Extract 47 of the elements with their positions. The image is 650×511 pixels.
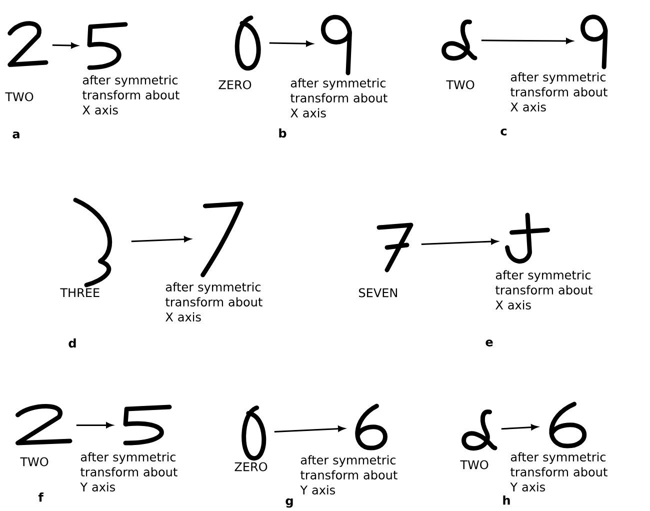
panel-letter: e bbox=[486, 340, 493, 346]
digit-drawing bbox=[549, 402, 587, 448]
panel-letter: d bbox=[68, 338, 76, 348]
digit-caption: TWO bbox=[446, 80, 474, 90]
digit-caption: TWO bbox=[20, 457, 48, 466]
digit-caption: ZERO bbox=[218, 80, 252, 90]
digit-caption: TWO bbox=[5, 92, 34, 102]
digit-caption: after symmetric transform about X axis bbox=[166, 282, 262, 322]
digit-drawing bbox=[200, 202, 244, 278]
digit-caption: THREE bbox=[60, 288, 100, 297]
digit-drawing bbox=[442, 20, 478, 61]
arrow bbox=[52, 42, 78, 48]
digit-caption: ZERO bbox=[234, 462, 268, 472]
digit-drawing bbox=[8, 21, 48, 67]
digit-drawing bbox=[73, 198, 112, 288]
panel-letter: b bbox=[279, 128, 286, 138]
arrow bbox=[421, 238, 498, 245]
digit-drawing bbox=[234, 16, 261, 71]
arrow bbox=[131, 236, 191, 242]
arrow bbox=[501, 424, 538, 430]
digit-drawing bbox=[376, 222, 414, 272]
digit-caption: after symmetric transform about X axis bbox=[290, 78, 388, 118]
panel-letter: f bbox=[38, 492, 44, 502]
arrow bbox=[274, 426, 345, 432]
digit-caption: after symmetric transform about X axis bbox=[82, 75, 180, 114]
digit-caption: after symmetric transform about X axis bbox=[496, 270, 592, 310]
digit-drawing bbox=[320, 14, 352, 76]
digit-drawing bbox=[462, 410, 498, 451]
digit-drawing bbox=[16, 404, 72, 446]
digit-drawing bbox=[87, 22, 128, 70]
digit-caption: after symmetric transform about Y axis bbox=[300, 455, 398, 494]
arrow bbox=[76, 422, 113, 428]
arrow bbox=[269, 40, 313, 47]
digit-drawing bbox=[505, 212, 550, 264]
digit-caption: after symmetric transform about X axis bbox=[510, 72, 608, 112]
panel-letter: c bbox=[500, 128, 507, 136]
digit-caption: TWO bbox=[460, 460, 488, 470]
panel-letter: h bbox=[503, 495, 510, 505]
panel-letter: g bbox=[286, 498, 293, 508]
digit-drawing bbox=[242, 406, 266, 461]
digit-drawing bbox=[123, 404, 172, 446]
digit-drawing bbox=[580, 14, 608, 70]
digit-drawing bbox=[355, 404, 388, 450]
arrow bbox=[481, 38, 573, 44]
panel-letter: a bbox=[12, 132, 20, 138]
digit-caption: SEVEN bbox=[359, 288, 397, 298]
digit-caption: after symmetric transform about Y axis bbox=[80, 452, 178, 492]
